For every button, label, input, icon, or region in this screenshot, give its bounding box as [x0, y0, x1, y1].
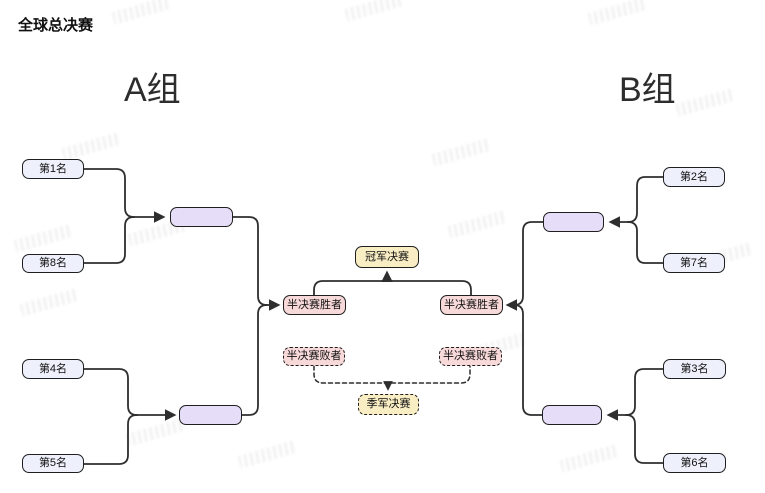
- seed-rank-6: 第6名: [663, 453, 726, 473]
- qf-connector-a-top: [83, 168, 166, 264]
- semifinal-winner-right: 半决赛胜者: [440, 295, 503, 315]
- group-a-heading: A组: [124, 71, 181, 109]
- final-box: 冠军决赛: [355, 246, 419, 268]
- semifinal-loser-right: 半决赛败者: [439, 347, 502, 366]
- semifinal-loser-left: 半决赛败者: [283, 347, 345, 366]
- qf-winner-box-b1: [543, 212, 604, 232]
- qf-connector-b-bottom: [606, 368, 664, 464]
- sf-connector-b: [505, 221, 544, 416]
- seed-rank-4: 第4名: [22, 359, 84, 379]
- third-place-box: 季军决赛: [358, 394, 419, 415]
- page-title: 全球总决赛: [18, 17, 94, 34]
- sf-connector-a: [232, 216, 281, 416]
- seed-rank-2: 第2名: [663, 167, 725, 187]
- qf-winner-box-a1: [170, 207, 233, 227]
- seed-rank-1: 第1名: [22, 159, 84, 179]
- semifinal-winner-left: 半决赛胜者: [283, 295, 346, 315]
- qf-winner-box-b2: [542, 405, 602, 425]
- group-b-heading: B组: [619, 71, 676, 109]
- third-place-connector: [313, 365, 471, 391]
- seed-rank-3: 第3名: [663, 359, 726, 379]
- qf-connector-a-bottom: [83, 368, 177, 465]
- seed-rank-8: 第8名: [22, 254, 84, 273]
- seed-rank-7: 第7名: [663, 253, 725, 273]
- qf-winner-box-a2: [179, 405, 242, 425]
- final-connector: [313, 270, 472, 296]
- qf-connector-b-top: [608, 176, 664, 264]
- seed-rank-5: 第5名: [22, 454, 84, 473]
